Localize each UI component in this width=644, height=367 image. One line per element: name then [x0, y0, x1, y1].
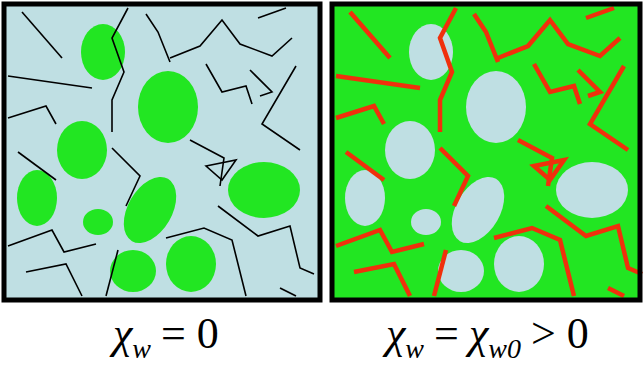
equation-label: χw=χw0> 0 — [386, 308, 589, 364]
equation-part: = 0 — [161, 308, 219, 359]
subscript: w — [405, 333, 424, 365]
left-panel — [4, 4, 320, 300]
equation-part: = — [434, 308, 459, 359]
equation-part: χ — [386, 308, 405, 359]
equation-label: χw = 0 — [113, 308, 219, 364]
equation-part: χ — [113, 308, 132, 359]
right-panel — [332, 4, 642, 300]
equation-part: > 0 — [531, 308, 589, 359]
subscript: w — [132, 333, 151, 365]
equation-part: χ — [469, 308, 488, 359]
subscript: w0 — [488, 333, 521, 365]
